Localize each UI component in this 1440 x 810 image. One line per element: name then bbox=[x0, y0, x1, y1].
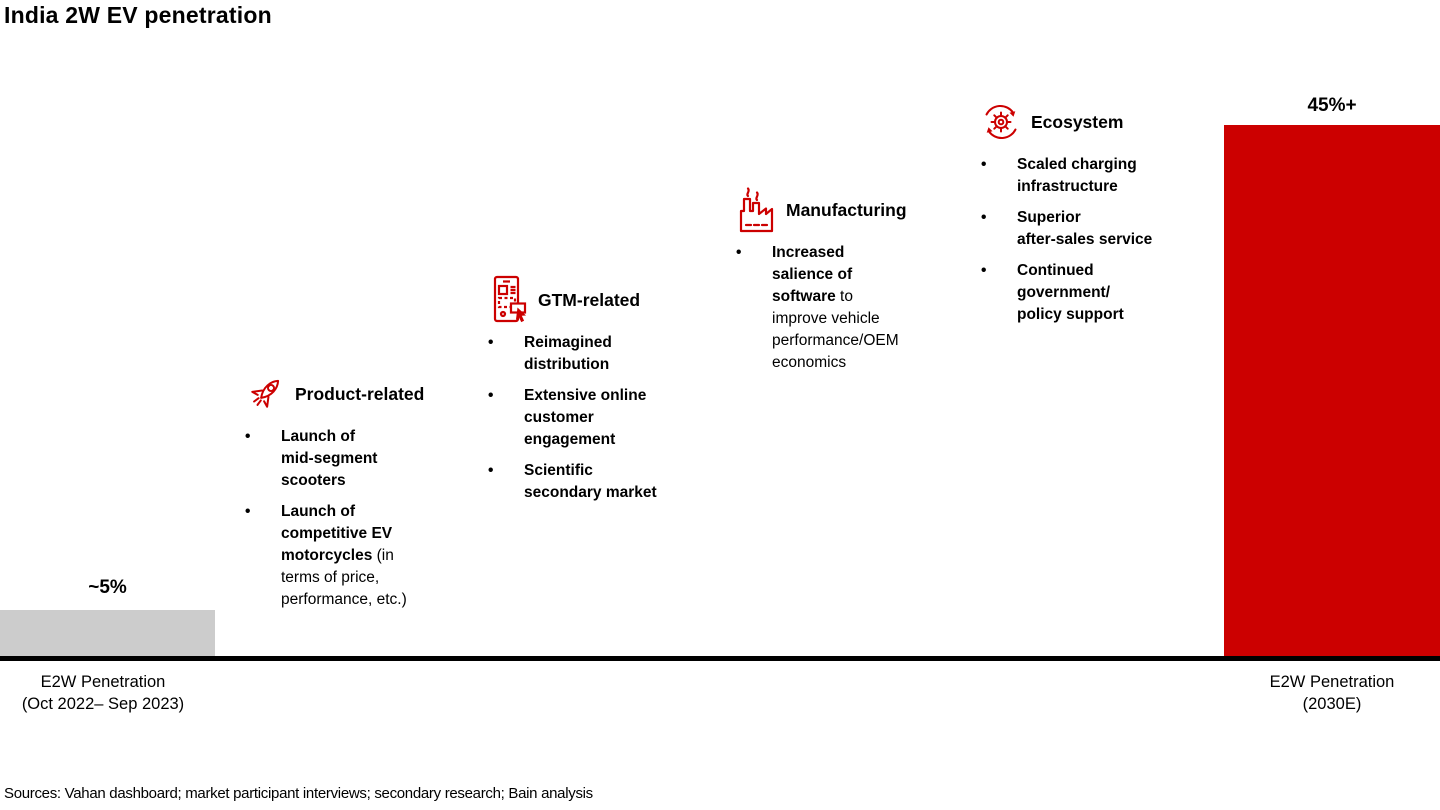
phone-commerce-icon bbox=[486, 275, 530, 325]
bullet-bold-text: Launch of mid-segment scooters bbox=[281, 428, 378, 489]
list-item: • Scaled charging infrastructure bbox=[979, 154, 1179, 198]
bullet-bold-text: Increased salience of software bbox=[772, 244, 853, 305]
bullet-bold-text: Extensive online customer engagement bbox=[524, 387, 647, 448]
bullet-marker: • bbox=[245, 428, 251, 445]
list-item: • Reimagined distribution bbox=[486, 332, 686, 376]
factory-icon bbox=[734, 185, 778, 235]
page-title: India 2W EV penetration bbox=[4, 2, 272, 28]
bullet-marker: • bbox=[488, 387, 494, 404]
bullet-normal-text: (in terms of price, performance, etc.) bbox=[281, 547, 407, 608]
driver-column-ecosystem: Ecosystem • Scaled charging infrastructu… bbox=[979, 98, 1179, 335]
driver-title: Ecosystem bbox=[1031, 111, 1124, 132]
driver-header: Product-related bbox=[243, 370, 443, 418]
gear-cycle-icon bbox=[979, 100, 1023, 144]
bullet-marker: • bbox=[736, 244, 742, 261]
driver-column-manufacturing: Manufacturing • Increased salience of so… bbox=[734, 186, 934, 383]
bullet-marker: • bbox=[488, 334, 494, 351]
bullet-text: Reimagined distribution bbox=[524, 332, 612, 376]
bullet-bold-text: Continued government/ policy support bbox=[1017, 262, 1124, 323]
left-axis-label: E2W Penetration (Oct 2022– Sep 2023) bbox=[21, 673, 185, 713]
list-item: • Extensive online customer engagement bbox=[486, 385, 686, 451]
driver-header: Manufacturing bbox=[734, 186, 934, 234]
list-item: • Increased salience of software to impr… bbox=[734, 242, 934, 374]
bullet-text: Extensive online customer engagement bbox=[524, 385, 646, 451]
bullet-marker: • bbox=[245, 503, 251, 520]
list-item: • Continued government/ policy support bbox=[979, 260, 1179, 326]
bullet-text: Launch of mid-segment scooters bbox=[281, 426, 377, 492]
driver-column-gtm-related: GTM-related • Reimagined distribution • … bbox=[486, 275, 686, 513]
bullet-text: Scientific secondary market bbox=[524, 460, 657, 504]
bullet-text: Superior after-sales service bbox=[1017, 207, 1152, 251]
right-axis-label: E2W Penetration (2030E) bbox=[1269, 673, 1395, 713]
rocket-icon bbox=[243, 372, 287, 416]
list-item: • Superior after-sales service bbox=[979, 207, 1179, 251]
bullet-bold-text: Reimagined distribution bbox=[524, 334, 612, 373]
driver-title: GTM-related bbox=[538, 289, 641, 310]
bullet-text: Scaled charging infrastructure bbox=[1017, 154, 1137, 198]
driver-column-product-related: Product-related • Launch of mid-segment … bbox=[243, 370, 443, 620]
bar-e2w-penetration-2030 bbox=[1224, 125, 1440, 656]
driver-title: Manufacturing bbox=[786, 199, 907, 220]
bullet-text: Launch of competitive EV motorcycles (in… bbox=[281, 501, 407, 611]
left-bar-value-label: ~5% bbox=[88, 577, 127, 598]
list-item: • Launch of mid-segment scooters bbox=[243, 426, 443, 492]
bullet-text: Continued government/ policy support bbox=[1017, 260, 1124, 326]
bullet-bold-text: Superior after-sales service bbox=[1017, 209, 1153, 248]
right-bar-value-label: 45%+ bbox=[1307, 95, 1357, 116]
bullet-marker: • bbox=[981, 262, 987, 279]
bullet-bold-text: Scaled charging infrastructure bbox=[1017, 156, 1137, 195]
bullet-marker: • bbox=[981, 156, 987, 173]
bullet-bold-text: Launch of competitive EV motorcycles bbox=[281, 503, 393, 564]
list-item: • Scientific secondary market bbox=[486, 460, 686, 504]
bullet-marker: • bbox=[488, 462, 494, 479]
list-item: • Launch of competitive EV motorcycles (… bbox=[243, 501, 443, 611]
x-axis-line bbox=[0, 656, 1440, 661]
bullet-text: Increased salience of software to improv… bbox=[772, 242, 899, 374]
bullet-normal-text: to improve vehicle performance/OEM econo… bbox=[772, 288, 899, 371]
bullet-bold-text: Scientific secondary market bbox=[524, 462, 657, 501]
driver-title: Product-related bbox=[295, 383, 425, 404]
driver-header: Ecosystem bbox=[979, 98, 1179, 146]
sources-footnote: Sources: Vahan dashboard; market partici… bbox=[4, 785, 593, 802]
bullet-marker: • bbox=[981, 209, 987, 226]
driver-header: GTM-related bbox=[486, 275, 686, 325]
bar-e2w-penetration-current bbox=[0, 610, 215, 656]
